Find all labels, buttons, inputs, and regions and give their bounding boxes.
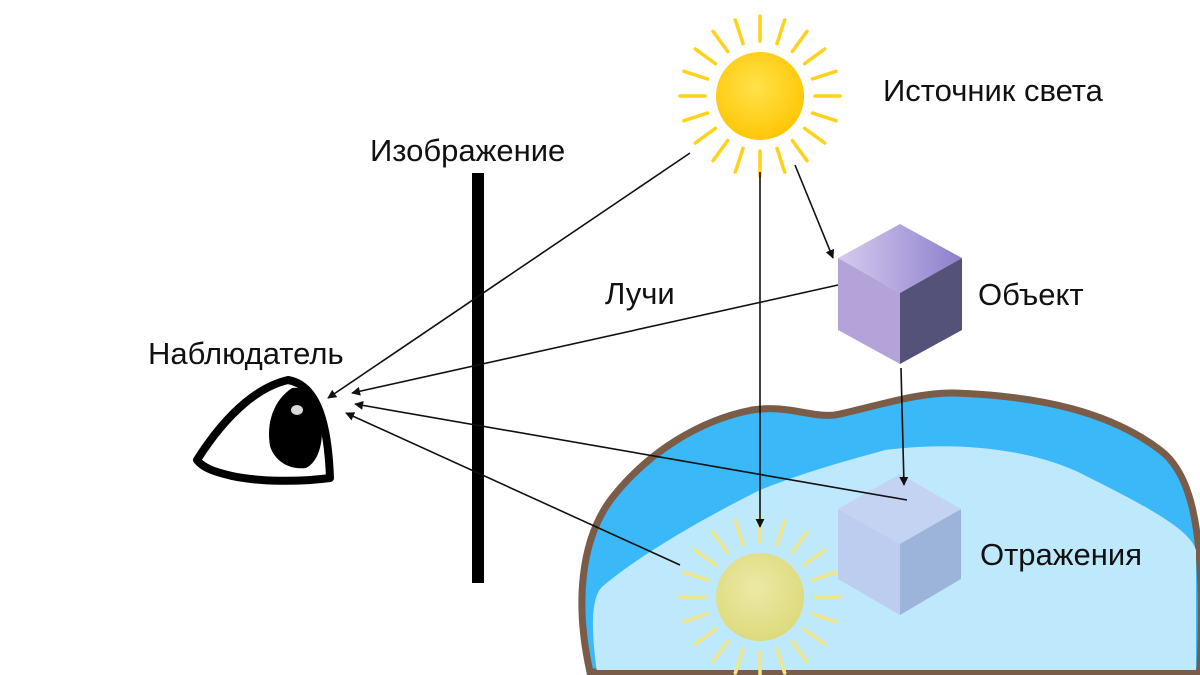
sun-ray [810, 570, 838, 582]
cube-icon [838, 224, 962, 364]
sun-ray [802, 47, 827, 66]
sun-ray [693, 126, 718, 145]
sun-ray [810, 612, 838, 624]
eye-icon [193, 376, 334, 485]
sun-ray [733, 18, 745, 46]
sun-ray [733, 647, 745, 675]
image-plane-label: Изображение [370, 133, 565, 168]
sun-ray [790, 530, 809, 555]
sun-disc [716, 553, 804, 641]
ray-object-to-eye [351, 284, 839, 396]
sun-ray [790, 639, 809, 664]
sun-icon [678, 14, 842, 178]
sun-ray [711, 138, 730, 163]
ray-cube-reflection-to-eye [354, 400, 908, 501]
sun-ray [733, 146, 745, 174]
ray-object-to-water [899, 367, 909, 486]
reflection-cube-icon [838, 474, 961, 615]
ray-sun-reflection-to-eye [345, 412, 681, 566]
sun-ray [733, 519, 745, 547]
sun-ray [790, 29, 809, 54]
sun-ray [711, 639, 730, 664]
rays-label: Лучи [605, 276, 675, 311]
sun-ray [682, 111, 710, 123]
sun-ray [711, 530, 730, 555]
sun-ray [682, 612, 710, 624]
sun-ray [693, 548, 718, 567]
sun-ray [802, 627, 827, 646]
sun-ray [693, 627, 718, 646]
reflection-sun-icon [678, 515, 842, 675]
sun-ray [682, 570, 710, 582]
sun-ray [775, 647, 787, 675]
sun-ray [802, 548, 827, 567]
image-plane-bar [472, 173, 484, 583]
sun-disc [716, 52, 804, 140]
sun-ray [711, 29, 730, 54]
sun-ray [775, 519, 787, 547]
object-label: Объект [978, 277, 1084, 312]
sun-ray [790, 138, 809, 163]
sun-ray [693, 47, 718, 66]
rays [327, 152, 909, 566]
sun-ray [682, 69, 710, 81]
reflections-label: Отражения [980, 537, 1142, 572]
ray-sun-to-eye [327, 152, 691, 399]
light-source-label: Источник света [883, 73, 1104, 108]
sun-ray [775, 18, 787, 46]
sun-ray [802, 126, 827, 145]
sun-ray [775, 146, 787, 174]
sun-ray [810, 69, 838, 81]
observer-label: Наблюдатель [148, 336, 344, 371]
ray-sun-to-object [794, 164, 835, 259]
sun-ray [810, 111, 838, 123]
